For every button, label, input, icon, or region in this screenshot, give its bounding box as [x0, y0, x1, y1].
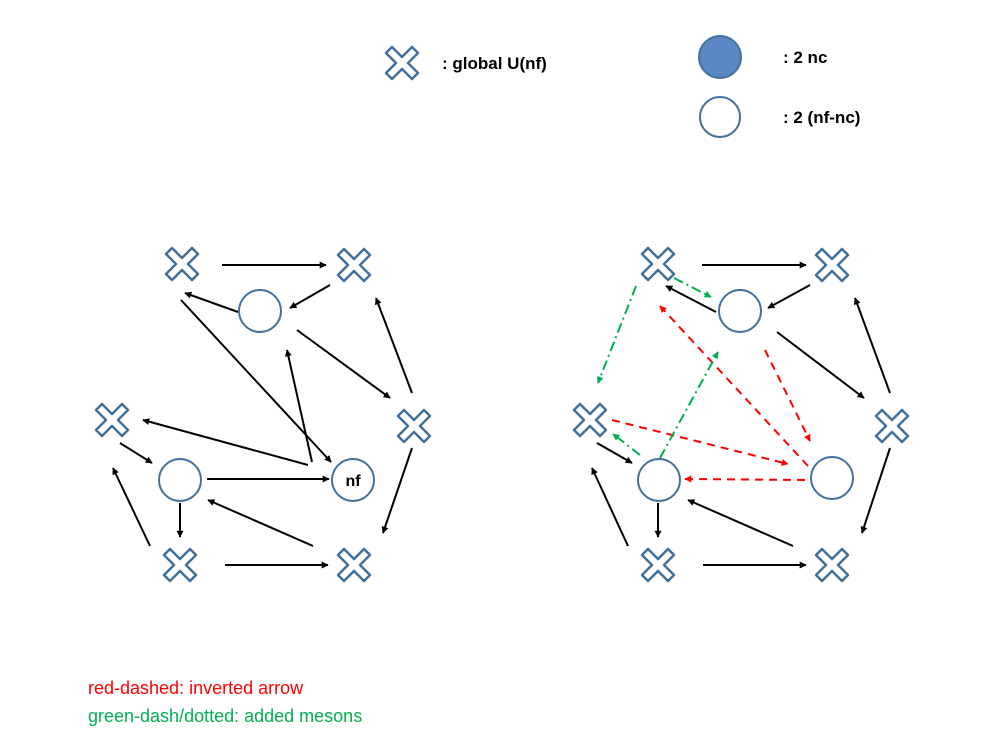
- arrow: [381, 447, 413, 534]
- arrow: [591, 467, 629, 547]
- cross-icon: [336, 247, 372, 283]
- arrow: [767, 284, 811, 309]
- arrow: [776, 331, 865, 399]
- legend-open-node-icon: [699, 96, 741, 138]
- inverted-arrow: [764, 349, 811, 442]
- left-quiver: nf: [94, 246, 432, 583]
- inverted-arrow: [684, 475, 806, 483]
- arrow: [112, 467, 151, 547]
- note-inverted-arrow: red-dashed: inverted arrow: [88, 678, 304, 698]
- arrow: [853, 297, 891, 394]
- added-meson-arrow: [673, 277, 712, 298]
- legend-open-label: : 2 (nf-nc): [783, 108, 860, 127]
- nf-node-label: nf: [345, 473, 361, 490]
- arrow: [296, 329, 391, 399]
- flavor-node: [810, 456, 854, 500]
- legend: : global U(nf) : 2 nc : 2 (nf-nc): [384, 35, 860, 138]
- added-meson-arrow: [597, 285, 637, 384]
- cross-icon: [572, 402, 608, 438]
- legend-cross-icon: [384, 45, 420, 81]
- arrow: [665, 285, 717, 313]
- cross-icon: [814, 547, 850, 583]
- arrow: [184, 291, 239, 313]
- arrow: [374, 297, 413, 394]
- gauge-node: [158, 458, 202, 502]
- cross-icon: [814, 247, 850, 283]
- right-quiver: [572, 246, 910, 583]
- arrow: [142, 418, 309, 466]
- legend-filled-label: : 2 nc: [783, 48, 827, 67]
- inverted-arrow: [611, 419, 789, 466]
- legend-cross-label: : global U(nf): [442, 54, 547, 73]
- gauge-node: [718, 289, 762, 333]
- arrow: [284, 349, 313, 463]
- legend-filled-node-icon: [698, 35, 742, 79]
- gauge-node: [637, 458, 681, 502]
- cross-icon: [874, 408, 910, 444]
- added-mesons: [597, 277, 719, 459]
- added-meson-arrow: [659, 351, 719, 459]
- arrow: [119, 442, 153, 464]
- note-added-mesons: green-dash/dotted: added mesons: [88, 706, 363, 726]
- cross-icon: [164, 246, 200, 282]
- arrow: [860, 447, 891, 534]
- cross-icon: [640, 547, 676, 583]
- arrow: [596, 442, 633, 464]
- arrow: [207, 499, 314, 547]
- gauge-node: [238, 289, 282, 333]
- left-quiver-arrows: [112, 261, 413, 569]
- cross-icon: [94, 402, 130, 438]
- nf-node: [331, 458, 375, 502]
- cross-icon: [396, 408, 432, 444]
- cross-icon: [162, 547, 198, 583]
- added-meson-arrow: [612, 433, 641, 456]
- arrow: [289, 284, 331, 309]
- inverted-arrows: [611, 305, 811, 483]
- arrow: [687, 499, 794, 547]
- cross-icon: [336, 547, 372, 583]
- cross-icon: [640, 246, 676, 282]
- right-quiver-arrows: [591, 261, 891, 569]
